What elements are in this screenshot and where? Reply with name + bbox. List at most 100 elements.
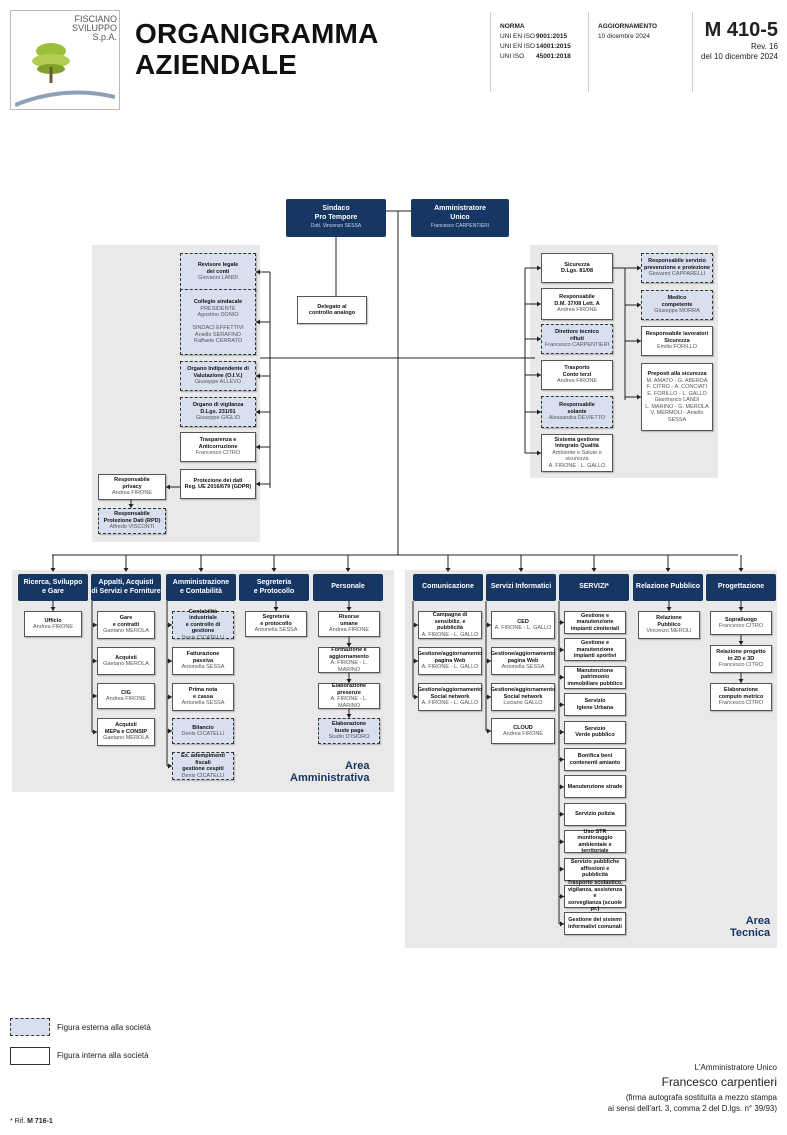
signature-note: ai sensi dell'art. 3, comma 2 del D.lgs.… (607, 1104, 777, 1113)
arrow-head (50, 568, 56, 572)
box-person: Denis CICATELLI (181, 772, 225, 779)
arrow-head (256, 373, 260, 379)
box-person: Andrea FIRONE (32, 624, 74, 630)
box-title: CIG (121, 689, 131, 696)
norm-row: UNI EN ISO14001:2015 (500, 42, 571, 52)
arrow-head (560, 674, 564, 680)
box-person: Denis CICATELLI (181, 634, 225, 641)
footnote-prefix: * Rif. (10, 1118, 26, 1125)
dept-label: Progettazione (717, 583, 765, 591)
arrow-head (487, 622, 491, 628)
right-staff-box: Sicurezza D.Lgs. 81/08 (541, 253, 613, 283)
box-title: Ufficio (44, 617, 62, 624)
arrow-head (168, 694, 172, 700)
box-person: Ambiente e Salute e sicurezza A. FIRONE … (548, 449, 606, 469)
logo-text: FISCIANO SVILUPPO S.p.A. (71, 14, 117, 42)
box-title: CED (517, 618, 529, 625)
update-date: 10 dicembre 2024 (598, 33, 651, 40)
department-header: Appalti, Acquisti di Servizi e Forniture (91, 574, 161, 601)
department-header: Progettazione (706, 574, 776, 601)
box-title: Gestione dei sistemi informativi comunal… (568, 917, 622, 930)
norm-number: 45001:2018 (536, 53, 571, 60)
norm-standard: UNI ISO (500, 53, 525, 60)
arrow-head (537, 301, 541, 307)
dept-label: Appalti, Acquisti di Servizi e Forniture (91, 579, 161, 595)
arrow-head (560, 757, 564, 762)
box-title: Elaborazione buste paga (331, 721, 367, 734)
box-title: Medico competente (661, 295, 693, 308)
arrow-head (537, 372, 541, 378)
dept-label: SERVIZI* (579, 583, 609, 591)
header-divider (588, 12, 589, 92)
box-title: Gare e contratti (112, 615, 140, 628)
footnote-ref: M 716-1 (27, 1118, 53, 1125)
box-person: Emilio FORILLO (656, 344, 698, 351)
box-title: Manutenzione strade (567, 783, 623, 790)
box-person: Andrea FIRONE (105, 696, 147, 702)
amministratore-title: Amministratore Unico (434, 205, 486, 221)
arrow-head (346, 714, 352, 718)
box-person: Antonella SESSA (501, 664, 545, 671)
arrow-head (128, 504, 134, 508)
arrow-head (93, 693, 97, 699)
box-title: Collegio sindacale (193, 299, 243, 306)
box-person: Alfredo VISCONTI (109, 524, 155, 531)
box-person: Andrea FIRONE (111, 490, 153, 497)
norm-number: 14001:2015 (536, 43, 571, 50)
legend-external-swatch (10, 1018, 50, 1036)
left-staff-box: Organo Indipendente di Valutazione (O.I.… (180, 361, 256, 391)
norm-row: UNI EN ISO9001:2015 (500, 32, 571, 42)
arrow-head (666, 607, 672, 611)
box-title: Uso STR monitoraggio ambientale e territ… (577, 828, 613, 855)
norm-standard: UNI EN ISO (500, 33, 536, 40)
dept-label: Personale (331, 583, 365, 591)
box-title: Gestione e manutenzione impianti cimiter… (570, 612, 620, 632)
box-title: Acquisti (115, 654, 137, 661)
arrow-head (123, 568, 129, 572)
tech-item-box: Gestione e manutenzione impianti cimiter… (564, 611, 626, 634)
box-title: Relazione Pubblico (656, 615, 682, 628)
legend-external-label: Figura esterna alla società (57, 1023, 151, 1032)
box-title: Elaborazione presenze (331, 683, 367, 696)
box-title: Responsabile solante (559, 402, 595, 415)
department-header: Personale (313, 574, 383, 601)
box-title: Responsabile Protezione Dati (RPD) (103, 511, 161, 524)
left-staff-box: Protezione dei dati Reg. UE 2016/679 (GD… (180, 469, 256, 499)
admin-item-box: Contabilità industriale e controllo di g… (172, 609, 234, 641)
arrow-head (560, 647, 564, 653)
arrow-head (93, 622, 97, 628)
amministratore-name: Francesco CARPENTIERI (430, 223, 490, 230)
norma-label: NORMA (500, 23, 525, 30)
tech-item-box: Servizio pubbliche affissioni e pubblici… (564, 857, 626, 881)
arrow-head (560, 729, 564, 735)
box-person: Francesco CITRO (718, 623, 764, 629)
arrow-head (346, 679, 352, 683)
box-title: Trasporto scolastico, vigilanza, assiste… (567, 880, 623, 913)
box-person: A. FIRONE - L. GALLO (421, 664, 479, 671)
sindaco-box: Sindaco Pro Tempore Dott. Vincenzo SESSA (286, 199, 386, 237)
box-title: Servizio Verde pubblico (575, 725, 615, 739)
dept-label: Comunicazione (422, 583, 474, 591)
box-person: Denis CICATELLI (181, 731, 225, 737)
box-title: Prima nota e cassa (188, 687, 218, 700)
signature-note: (firma autografa sostituita a mezzo stam… (625, 1093, 777, 1102)
box-person: Francesco CITRO (718, 700, 764, 707)
box-person: Vincenzo MEROLI (646, 628, 692, 635)
box-title: Gestione/aggiornamento Social network (417, 687, 483, 700)
